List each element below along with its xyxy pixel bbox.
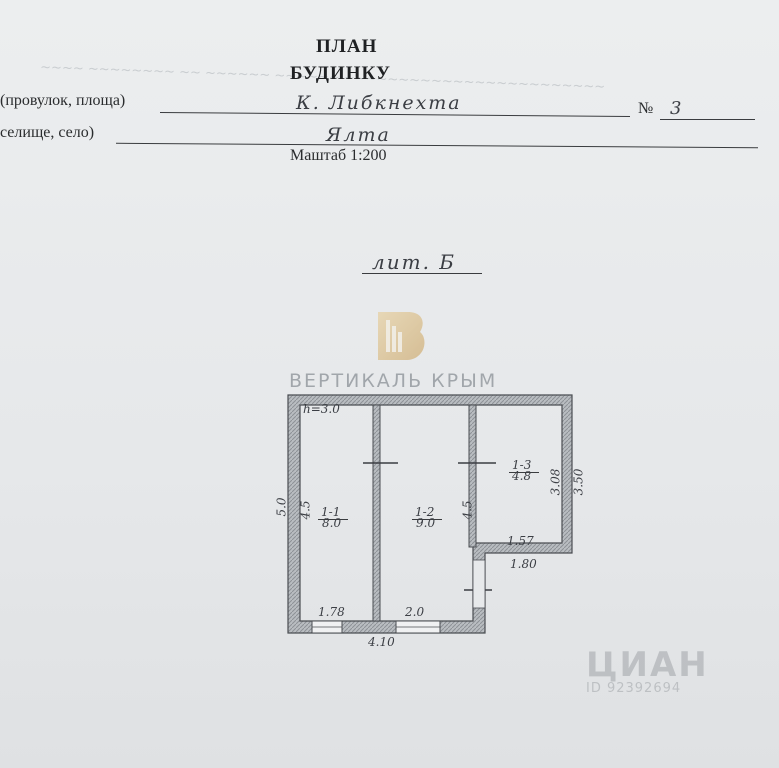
entrance-gap (472, 559, 486, 609)
number-value: 3 (670, 98, 682, 119)
room-1-2-divider (412, 519, 442, 520)
room-1-3-divider (509, 472, 539, 473)
dim-middle-wall: 4.5 (460, 500, 475, 520)
dim-room1-width: 1.78 (318, 605, 345, 619)
dim-step-width: 1.80 (510, 557, 537, 571)
room-1-1-id: 1-1 (321, 505, 341, 519)
room-1-2-id: 1-2 (415, 505, 435, 519)
dim-outer-left: 5.0 (274, 497, 289, 517)
dim-outer-right: 3.50 (571, 468, 586, 496)
settlement-label: селище, село) (0, 124, 95, 141)
building-letter-underline (362, 273, 482, 274)
dim-room3-width: 1.57 (507, 534, 534, 548)
dim-room2-width: 2.0 (405, 605, 425, 619)
dim-room3-height: 3.08 (548, 468, 563, 496)
portal-watermark-brand: ЦИАН (586, 645, 709, 685)
street-label: (провулок, площа) (0, 92, 126, 109)
building-letter: лит. Б (372, 250, 456, 274)
dim-inner-left: 4.5 (298, 500, 313, 520)
wall-room1-room2 (372, 404, 381, 622)
street-value: К. Либкнехта (296, 92, 462, 114)
room-1-3-id: 1-3 (512, 458, 532, 472)
portal-watermark-id: ID 92392694 (586, 681, 682, 696)
portal-watermark: ЦИАН ID 92392694 (586, 645, 709, 696)
room-1-1-area: 8.0 (322, 516, 342, 530)
settlement-value: Ялта (326, 124, 391, 146)
doc-title-building: БУДИНКУ (290, 63, 391, 84)
doc-title-plan: ПЛАН (316, 36, 378, 57)
number-underline (660, 119, 755, 120)
room-1-2-area: 9.0 (416, 516, 436, 530)
ceiling-height: h=3.0 (303, 402, 340, 416)
number-label: № (638, 100, 654, 117)
scale-label: Маштаб 1:200 (290, 147, 387, 164)
dim-total-width: 4.10 (368, 635, 395, 649)
agency-logo-icon (378, 312, 425, 360)
room-1-1-divider (318, 519, 348, 520)
agency-watermark-text: ВЕРТИКАЛЬ КРЫМ (289, 370, 498, 392)
wall-room2-room3 (468, 404, 477, 548)
room-1-3-area: 4.8 (512, 469, 532, 483)
